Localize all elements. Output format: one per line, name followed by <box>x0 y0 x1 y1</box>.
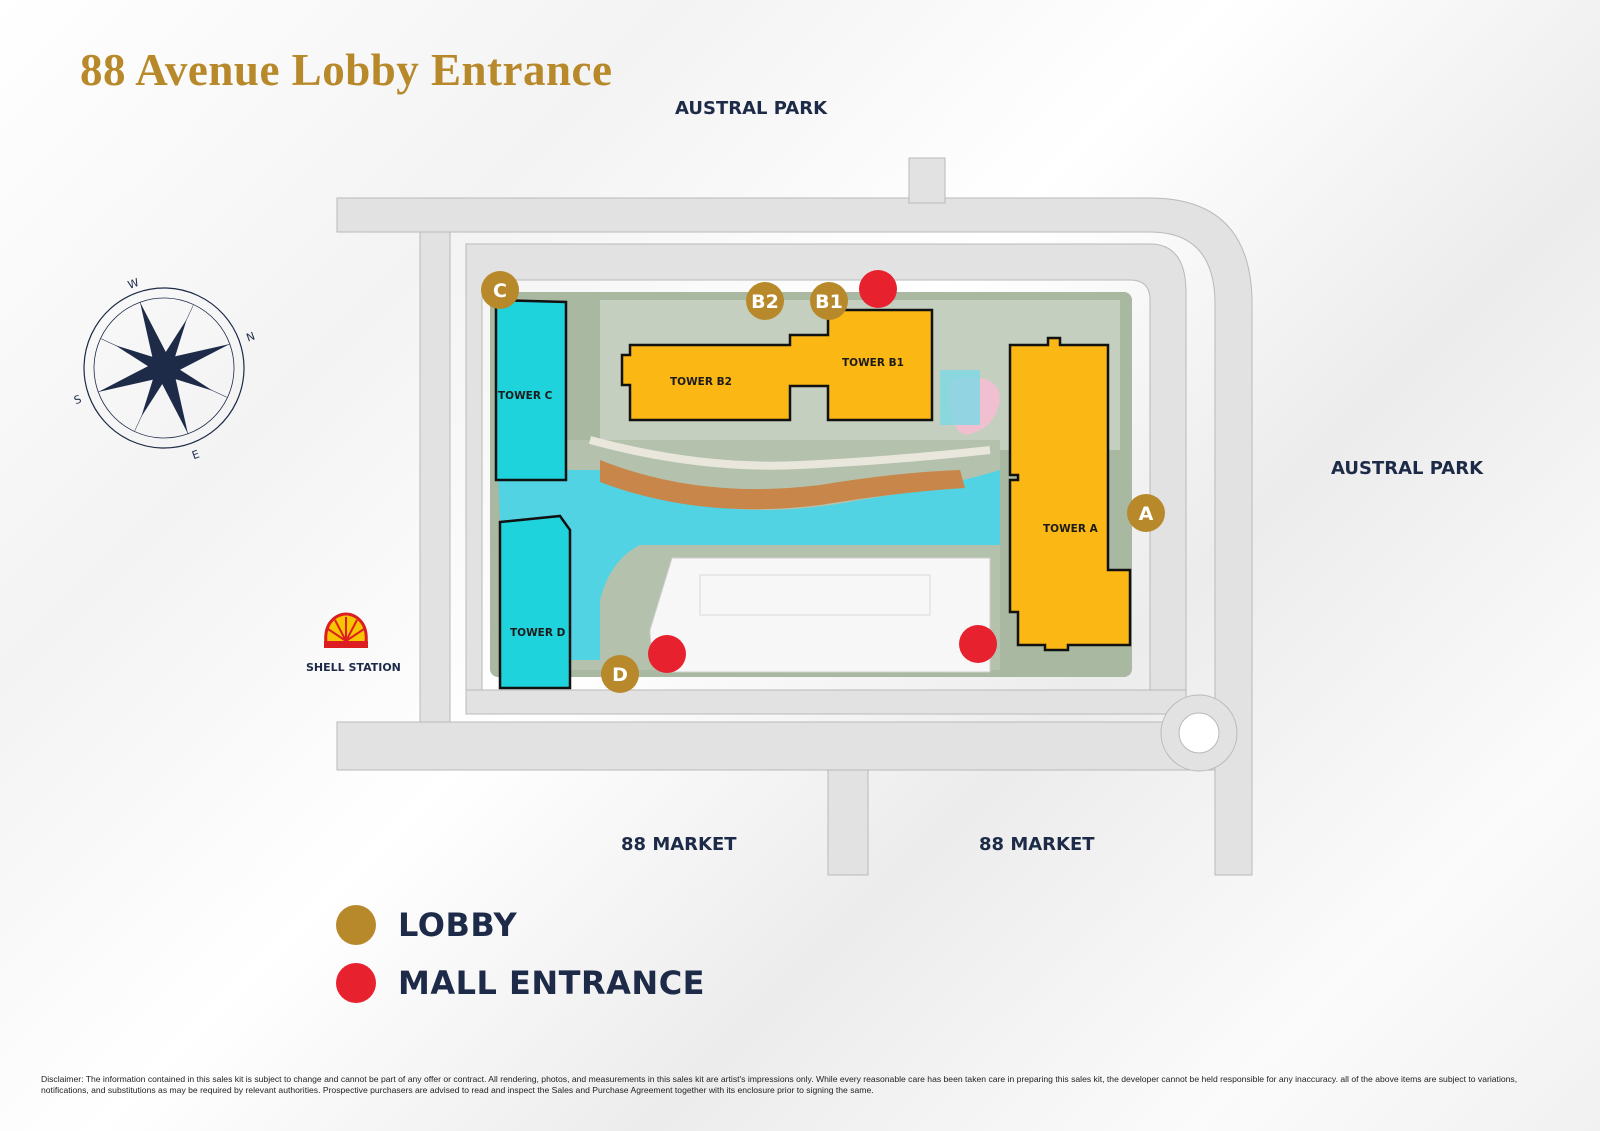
lobby-marker-b2 <box>746 282 784 320</box>
tower-d-label: TOWER D <box>510 627 566 639</box>
road-south-spur <box>827 769 869 876</box>
compass-n: N <box>245 329 257 344</box>
mall-entrance-south-west <box>648 635 686 673</box>
mall-entrance-north <box>859 270 897 308</box>
lobby-marker-b1 <box>810 282 848 320</box>
lobby-label-b1: B1 <box>815 291 843 313</box>
road-south <box>336 721 1216 771</box>
legend-lobby-label: LOBBY <box>398 906 518 944</box>
tower-b1-label: TOWER B1 <box>842 357 904 369</box>
pool <box>498 470 1000 660</box>
lobby-label-a: A <box>1139 503 1154 525</box>
road-label-south-east: 88 MARKET <box>979 834 1095 855</box>
road-north-east <box>336 197 1253 876</box>
shell-logo-icon <box>324 612 368 648</box>
legend-mall-dot <box>336 963 376 1003</box>
lobby-label-c: C <box>493 280 507 302</box>
compass-outer-ring <box>83 287 245 449</box>
mall-entrance-south-east <box>959 625 997 663</box>
tower-a-label: TOWER A <box>1043 523 1099 535</box>
walkway <box>588 436 991 470</box>
legend-lobby: LOBBY <box>336 905 517 945</box>
road-north-spur <box>908 157 946 204</box>
page-title: 88 Avenue Lobby Entrance <box>80 45 613 95</box>
tower-c-footprint <box>494 298 568 482</box>
mall-roof-outline <box>699 574 931 616</box>
compass-e: E <box>190 448 201 463</box>
legend-lobby-dot <box>336 905 376 945</box>
compass-w: W <box>126 276 141 292</box>
road-network <box>336 157 1253 876</box>
lobby-marker-c <box>481 271 519 309</box>
shell-station-label: SHELL STATION <box>306 661 401 674</box>
compass-s: S <box>72 393 83 408</box>
lobby-label-b2: B2 <box>751 291 779 313</box>
tower-c-label: TOWER C <box>498 390 553 402</box>
road-label-south-west: 88 MARKET <box>621 834 737 855</box>
tower-b-footprint <box>620 308 934 422</box>
kids-pool-water <box>940 370 980 425</box>
tower-b2-label: TOWER B2 <box>670 376 732 388</box>
lobby-marker-a <box>1127 494 1165 532</box>
road-label-north: AUSTRAL PARK <box>675 98 828 119</box>
lobby-marker-d <box>601 655 639 693</box>
boardwalk <box>600 460 965 510</box>
disclaimer-text: Disclaimer: The information contained in… <box>41 1074 1518 1095</box>
lobby-label-d: D <box>612 664 628 686</box>
legend-mall-entrance: MALL ENTRANCE <box>336 963 705 1003</box>
road-west <box>419 231 451 733</box>
legend-mall-label: MALL ENTRANCE <box>398 964 706 1002</box>
compass-rose: W N E S <box>72 276 257 463</box>
tower-d-footprint <box>498 514 572 690</box>
compass-star-icon <box>98 302 230 434</box>
road-label-east: AUSTRAL PARK <box>1331 458 1484 479</box>
tower-a-footprint <box>1008 336 1132 652</box>
road-inner-south <box>465 689 1187 715</box>
roundabout-island <box>1178 712 1220 754</box>
